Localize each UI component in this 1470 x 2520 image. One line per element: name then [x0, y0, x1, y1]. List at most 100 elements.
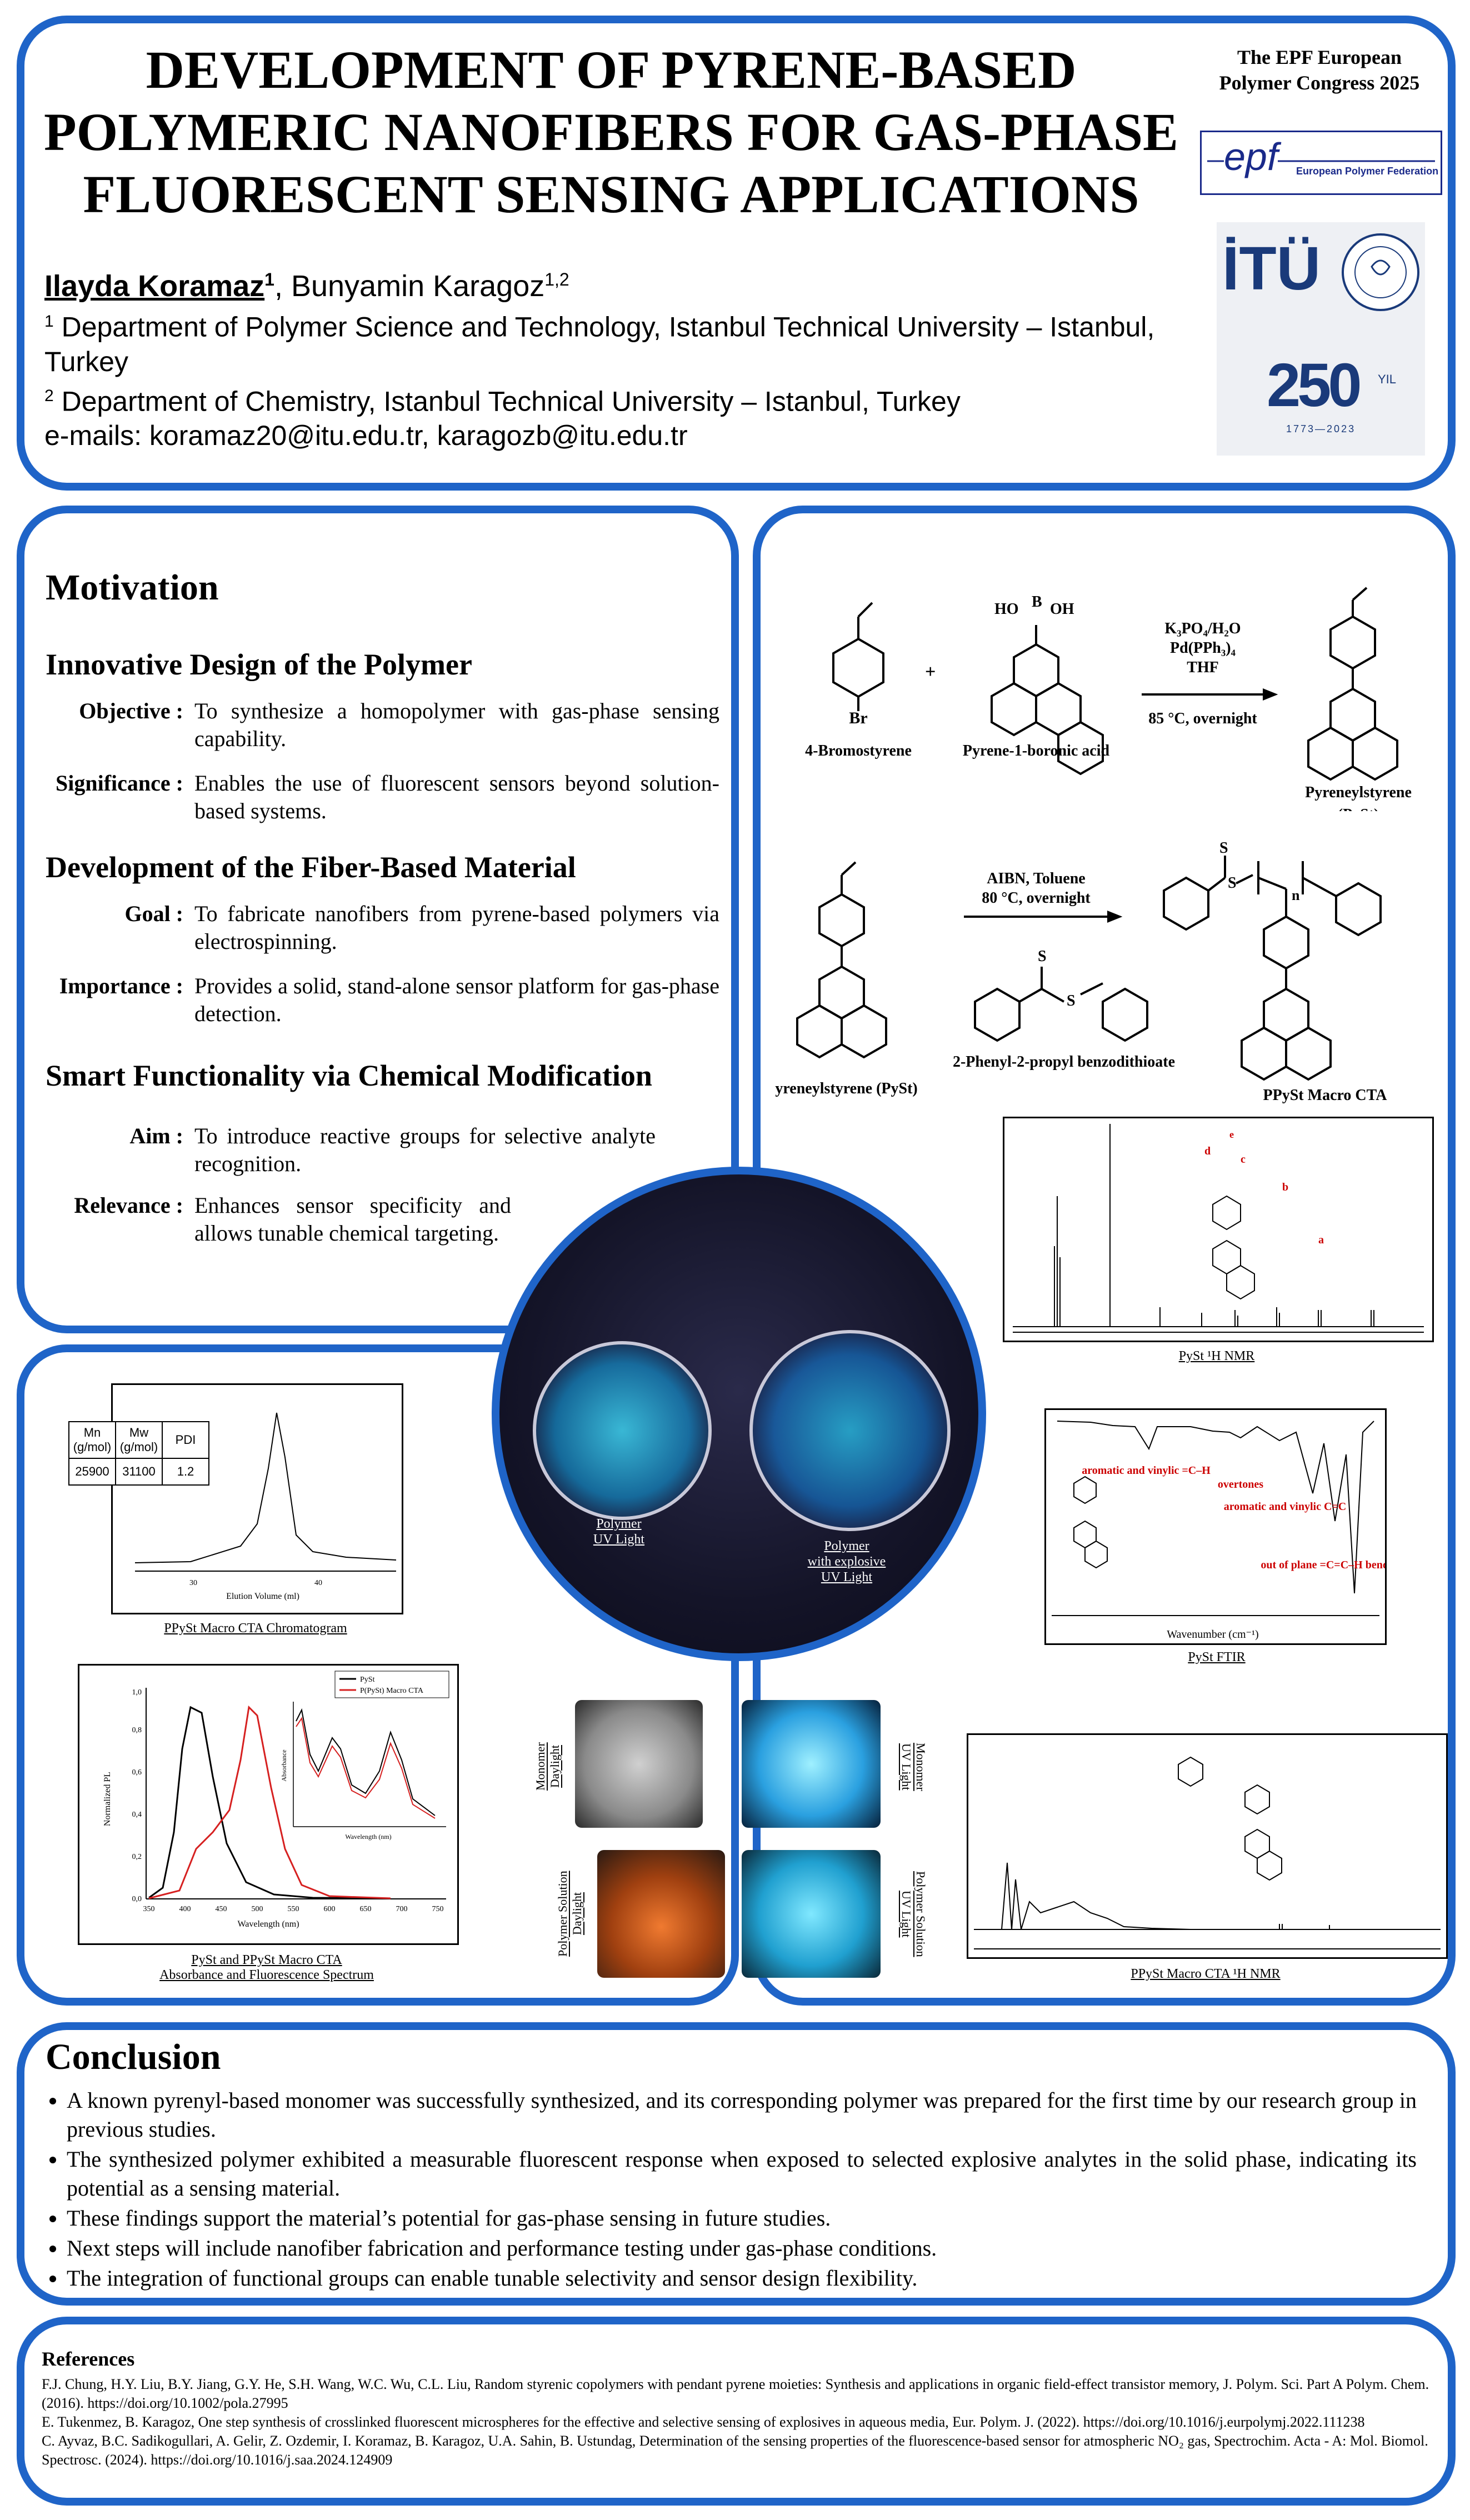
goal-text: To fabricate nanofibers from pyrene-base… — [194, 901, 719, 954]
cta-label: 2-Phenyl-2-propyl benzodithioate — [953, 1053, 1175, 1071]
dish-label-2a: Polymer — [824, 1539, 869, 1553]
spectrum-ytick-4: 0,8 — [132, 1726, 142, 1734]
title-line-3: FLUORESCENT SENSING APPLICATIONS — [83, 164, 1139, 224]
spectrum-caption: PySt and PPySt Macro CTA Absorbance and … — [122, 1953, 411, 1983]
author-line: Ilayda Koramaz1, Bunyamin Karagoz1,2 — [44, 261, 1183, 304]
gpc-plot: Elution Volume (ml) 30 40 — [134, 1412, 397, 1601]
macro-s-thio: S — [1228, 874, 1237, 892]
vial-label-4b: UV Light — [899, 1890, 913, 1938]
gpc-value-row: 25900 31100 1.2 — [68, 1458, 209, 1486]
dish-polymer — [533, 1341, 712, 1520]
inset-xlabel: Wavelength (nm) — [345, 1833, 391, 1841]
anniversary-years: 1773—2023 — [1286, 423, 1356, 434]
dish-label-2c: UV Light — [821, 1570, 873, 1584]
polymer-uv-photo — [742, 1850, 881, 1978]
cond1-a: K₃PO₄/H₂O — [1164, 620, 1241, 637]
dish-label-1b: UV Light — [593, 1532, 645, 1547]
spectrum-legend — [334, 1671, 449, 1698]
nmr1-label-c: c — [1241, 1153, 1246, 1166]
cta-s-thio: S — [1067, 992, 1076, 1009]
vial-label-3a: Polymer Solution — [556, 1871, 569, 1957]
references-panel — [17, 2317, 1456, 2506]
conclusion-item: A known pyrenyl-based monomer was succes… — [67, 2086, 1417, 2144]
aim-text: To introduce reactive groups for selecti… — [194, 1123, 656, 1176]
dish-polymer-explosive — [749, 1330, 951, 1531]
gpc-table: Mn (g/mol) Mw (g/mol) PDI 25900 31100 1.… — [68, 1421, 209, 1486]
spectrum-plot: Normalized PL Wavelength (nm) 0,0 0,2 0,… — [103, 1671, 449, 1929]
cond2-b: 80 °C, overnight — [982, 889, 1091, 907]
motivation-panel — [17, 506, 739, 1333]
vial-label-1b: Daylight — [548, 1745, 562, 1788]
objective-row: Objective :To synthesize a homopolymer w… — [39, 697, 719, 753]
spectrum-ytick-2: 0,4 — [132, 1811, 142, 1819]
spectrum-figure: Normalized PL Wavelength (nm) 0,0 0,2 0,… — [78, 1664, 459, 1945]
pyst-label-1: Pyreneylstyrene — [1305, 784, 1412, 801]
significance-label: Significance : — [56, 771, 183, 796]
spectrum-xtick-550: 550 — [288, 1905, 299, 1913]
plus-sign: + — [925, 662, 936, 682]
conference-line-2: Polymer Congress 2025 — [1219, 72, 1420, 94]
aim-label: Aim : — [129, 1123, 183, 1148]
macro-nmr-caption: PPySt Macro CTA ¹H NMR — [1131, 1967, 1281, 1981]
aim-row: Aim : To introduce reactive groups for se… — [39, 1122, 656, 1178]
macro-nmr-figure — [967, 1733, 1448, 1959]
gpc-head-mn: Mn (g/mol) — [68, 1421, 116, 1459]
conference-line-1: The EPF European — [1237, 46, 1402, 68]
motivation-s2-title: Development of the Fiber-Based Material — [46, 851, 576, 884]
spectrum-xtick-450: 450 — [216, 1905, 227, 1913]
reference-2: E. Tukenmez, B. Karagoz, One step synthe… — [42, 2414, 1365, 2430]
anniversary-yil: YIL — [1378, 372, 1397, 386]
gpc-xlabel: Elution Volume (ml) — [226, 1592, 299, 1601]
inset-ylabel: Absorbance — [280, 1749, 288, 1781]
spectrum-ylabel: Normalized PL — [103, 1772, 112, 1826]
bromostyrene-label: 4-Bromostyrene — [805, 742, 912, 759]
pyst-nmr-caption: PySt ¹H NMR — [1178, 1349, 1255, 1363]
cond1-c: THF — [1187, 659, 1219, 676]
motivation-title: Motivation — [46, 567, 219, 608]
ftir-ann-4: out of plane =C=C–H bending — [1261, 1559, 1385, 1571]
gpc-caption: PPySt Macro CTA Chromatogram — [164, 1621, 347, 1636]
affiliation-2: 2 Department of Chemistry, Istanbul Tech… — [44, 379, 1183, 419]
monomer-uv-photo — [742, 1700, 881, 1828]
poster-title: DEVELOPMENT OF PYRENE-BASED POLYMERIC NA… — [22, 39, 1200, 226]
macro-pl-curve — [148, 1705, 391, 1899]
gpc-tick-30: 30 — [189, 1579, 197, 1587]
conclusion-item: Next steps will include nanofiber fabric… — [67, 2234, 1417, 2263]
header-panel — [17, 16, 1456, 491]
ftir-xlabel: Wavenumber (cm⁻¹) — [1167, 1628, 1258, 1641]
spectrum-xtick-500: 500 — [252, 1905, 263, 1913]
pyst-label-2: (PySt) — [1338, 806, 1379, 811]
nmr1-label-b: b — [1282, 1181, 1288, 1193]
macro-cta-label: PPySt Macro CTA — [1263, 1087, 1388, 1104]
aff2-sup: 2 — [44, 386, 54, 405]
epf-logo-text: epf — [1224, 134, 1278, 179]
spectrum-xtick-350: 350 — [143, 1905, 155, 1913]
gpc-val-pdi: 1.2 — [162, 1458, 209, 1486]
dish-label-2: Polymer with explosive UV Light — [788, 1538, 905, 1585]
conclusion-item: The synthesized polymer exhibited a meas… — [67, 2145, 1417, 2203]
petri-dish-photo: Polymer UV Light Polymer with explosive … — [492, 1167, 986, 1661]
importance-text: Provides a solid, stand-alone sensor pla… — [194, 973, 719, 1026]
aff1-text: Department of Polymer Science and Techno… — [44, 311, 1155, 377]
anniversary-number: 250 — [1267, 351, 1362, 419]
authors-block: Ilayda Koramaz1, Bunyamin Karagoz1,2 1 D… — [44, 261, 1183, 453]
pyst-nmr-plot: d e c b a — [1013, 1124, 1424, 1333]
dish-label-2b: with explosive — [807, 1554, 886, 1569]
itu-logo-block: İTÜ 250 YIL 1773—2023 — [1217, 222, 1425, 456]
cond1-b: Pd(PPh₃)₄ — [1170, 639, 1236, 657]
objective-label: Objective : — [79, 698, 183, 723]
relevance-row: Relevance :Enhances sensor specificity a… — [39, 1192, 511, 1247]
cond2-a: AIBN, Toluene — [987, 870, 1085, 887]
relevance-label: Relevance : — [74, 1193, 183, 1218]
dish-label-1a: Polymer — [596, 1517, 642, 1531]
gpc-head-mw: Mw (g/mol) — [115, 1421, 163, 1459]
cta-s-thione: S — [1038, 948, 1047, 965]
emails: e-mails: koramaz20@itu.edu.tr, karagozb@… — [44, 420, 688, 452]
legend-macro: P(PySt) Macro CTA — [360, 1687, 424, 1695]
goal-label: Goal : — [124, 901, 183, 926]
gpc-val-mw: 31100 — [115, 1458, 163, 1486]
cond1-d: 85 °C, overnight — [1148, 710, 1257, 727]
epf-logo-caption: European Polymer Federation — [1296, 166, 1439, 177]
affiliation-1: 1 Department of Polymer Science and Tech… — [44, 304, 1183, 379]
vial-label-2a: Monomer — [914, 1742, 928, 1791]
